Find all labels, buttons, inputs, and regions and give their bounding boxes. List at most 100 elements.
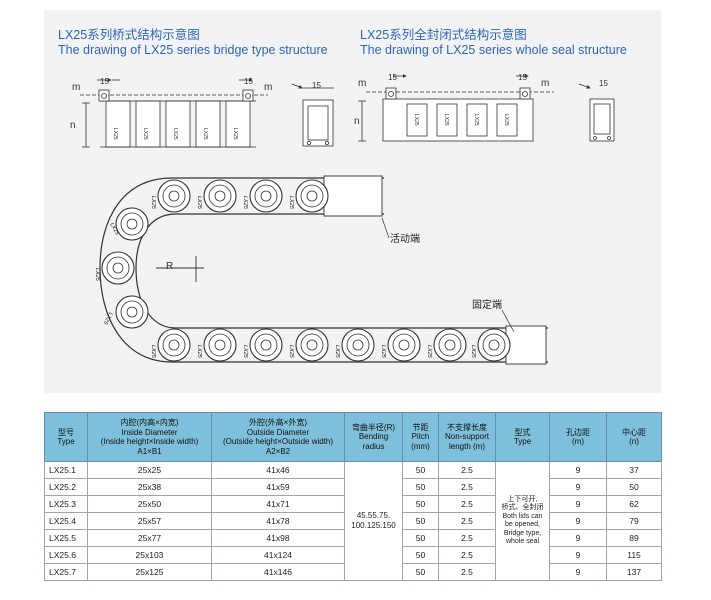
cell-inside: 25x77 [87,529,212,547]
cell-outside: 41x124 [211,546,345,564]
link-pin [112,262,124,274]
cell-outside: 41x146 [211,563,345,581]
chain-link: LX25 [196,179,237,213]
bridge-link-mark: LX25 [172,128,178,140]
header-outside: 外腔(外高×外宽)Outside Diameter (Outside heigh… [211,412,345,462]
cell-type: LX25.3 [44,495,88,513]
label-m-seal-right: m [541,78,549,89]
link-inner-ring [106,256,130,280]
caption-left-en: The drawing of LX25 series bridge type s… [58,43,328,57]
cell-outside: 41x71 [211,495,345,513]
chain-link: LX25 [288,179,329,213]
chain-link: LX25 [108,207,149,241]
link-pin [126,218,138,230]
cell-center: 89 [606,529,662,547]
moving-end-label: 活动端 [390,232,420,245]
cell-type: LX25.1 [44,461,88,479]
link-inner-ring [254,333,278,357]
dim-15-bridge-a: 15 [100,77,109,86]
cell-inside: 25x25 [87,461,212,479]
cell-center: 62 [606,495,662,513]
chain-link: LX25 [470,328,511,362]
link-mark-text: LX25 [470,345,476,359]
chain-link: LX25 [150,179,191,213]
link-inner-ring [438,333,462,357]
cell-hole: 9 [549,563,607,581]
cell-center: 115 [606,546,662,564]
caption-right-zh: LX25系列全封闭式结构示意图 [360,28,527,42]
technical-drawings: m m n 15 15 LX25 LX25 LX25 LX25 LX25 15 [70,73,615,365]
cell-pitch: 50 [402,495,439,513]
link-pin [168,190,180,202]
cell-pitch: 50 [402,478,439,496]
bridge-link-mark: LX25 [112,128,118,140]
cell-pitch: 50 [402,563,439,581]
dim-15-bridge-b: 15 [244,77,253,86]
link-mark-text: LX25 [150,196,156,210]
cell-pitch: 50 [402,546,439,564]
chain-link: LX25 [94,251,135,285]
label-m-seal-left: m [358,78,366,89]
link-inner-ring [392,333,416,357]
table-row: LX25.2 25x38 41x59 50 2.5 9 50 [44,478,662,496]
fixed-end-label: 固定端 [472,298,502,311]
caption-right-en: The drawing of LX25 series whole seal st… [360,43,627,57]
cell-hole: 9 [549,478,607,496]
seal-link-mark: LX25 [473,114,479,126]
link-mark-text: LX25 [196,345,202,359]
cell-bending-merged: 45.55.75.100.125.150 [344,461,403,581]
link-mark-text: LX25 [150,345,156,359]
link-inner-ring [300,184,324,208]
cell-outside: 41x78 [211,512,345,530]
chain-link: LX25 [288,328,329,362]
dim-15-seal-end: 15 [599,79,608,88]
header-hole: 孔边距(m) [549,412,607,462]
link-pin [488,339,500,351]
label-n-seal: n [354,116,360,127]
label-n: n [70,120,76,131]
cell-inside: 25x103 [87,546,212,564]
header-inside: 内腔(内高×内宽)Inside Diameter (Inside height×… [87,412,212,462]
table-row: LX25.1 25x25 41x46 45.55.75.100.125.150 … [44,461,662,581]
dim-15-bridge-end: 15 [312,81,321,90]
cell-nonsupport: 2.5 [438,529,496,547]
chain-link: LX25 [242,179,283,213]
table-row: LX25.6 25x103 41x124 50 2.5 9 115 [44,546,662,564]
link-mark-text: LX25 [426,345,432,359]
link-mark-text: LX25 [288,196,294,210]
seal-link-mark: LX25 [413,114,419,126]
link-pin [306,339,318,351]
cell-hole: 9 [549,529,607,547]
chain-link: LX25 [426,328,467,362]
link-inner-ring [254,184,278,208]
link-pin [352,339,364,351]
chain-link: LX25 [150,328,191,362]
cell-nonsupport: 2.5 [438,461,496,479]
header-bending: 弯曲半径(R)Bending radius [344,412,403,462]
link-inner-ring [346,333,370,357]
link-inner-ring [162,333,186,357]
link-mark-text: LX25 [288,345,294,359]
header-center: 中心距(n) [606,412,662,462]
cell-pitch: 50 [402,461,439,479]
cell-center: 137 [606,563,662,581]
drawing-panel: LX25系列桥式结构示意图 The drawing of LX25 series… [44,10,661,393]
bridge-link-mark: LX25 [142,128,148,140]
link-inner-ring [208,184,232,208]
link-mark-text: LX25 [334,345,340,359]
table-row: LX25.5 25x77 41x98 50 2.5 9 89 [44,529,662,547]
cell-nonsupport: 2.5 [438,495,496,513]
link-pin [168,339,180,351]
link-pin [306,190,318,202]
cell-hole: 9 [549,461,607,479]
link-pin [260,339,272,351]
seal-type-end-view [578,83,615,142]
link-inner-ring [120,300,144,324]
link-pin [398,339,410,351]
cell-type: LX25.6 [44,546,88,564]
link-inner-ring [208,333,232,357]
cell-outside: 41x98 [211,529,345,547]
link-pin [214,339,226,351]
